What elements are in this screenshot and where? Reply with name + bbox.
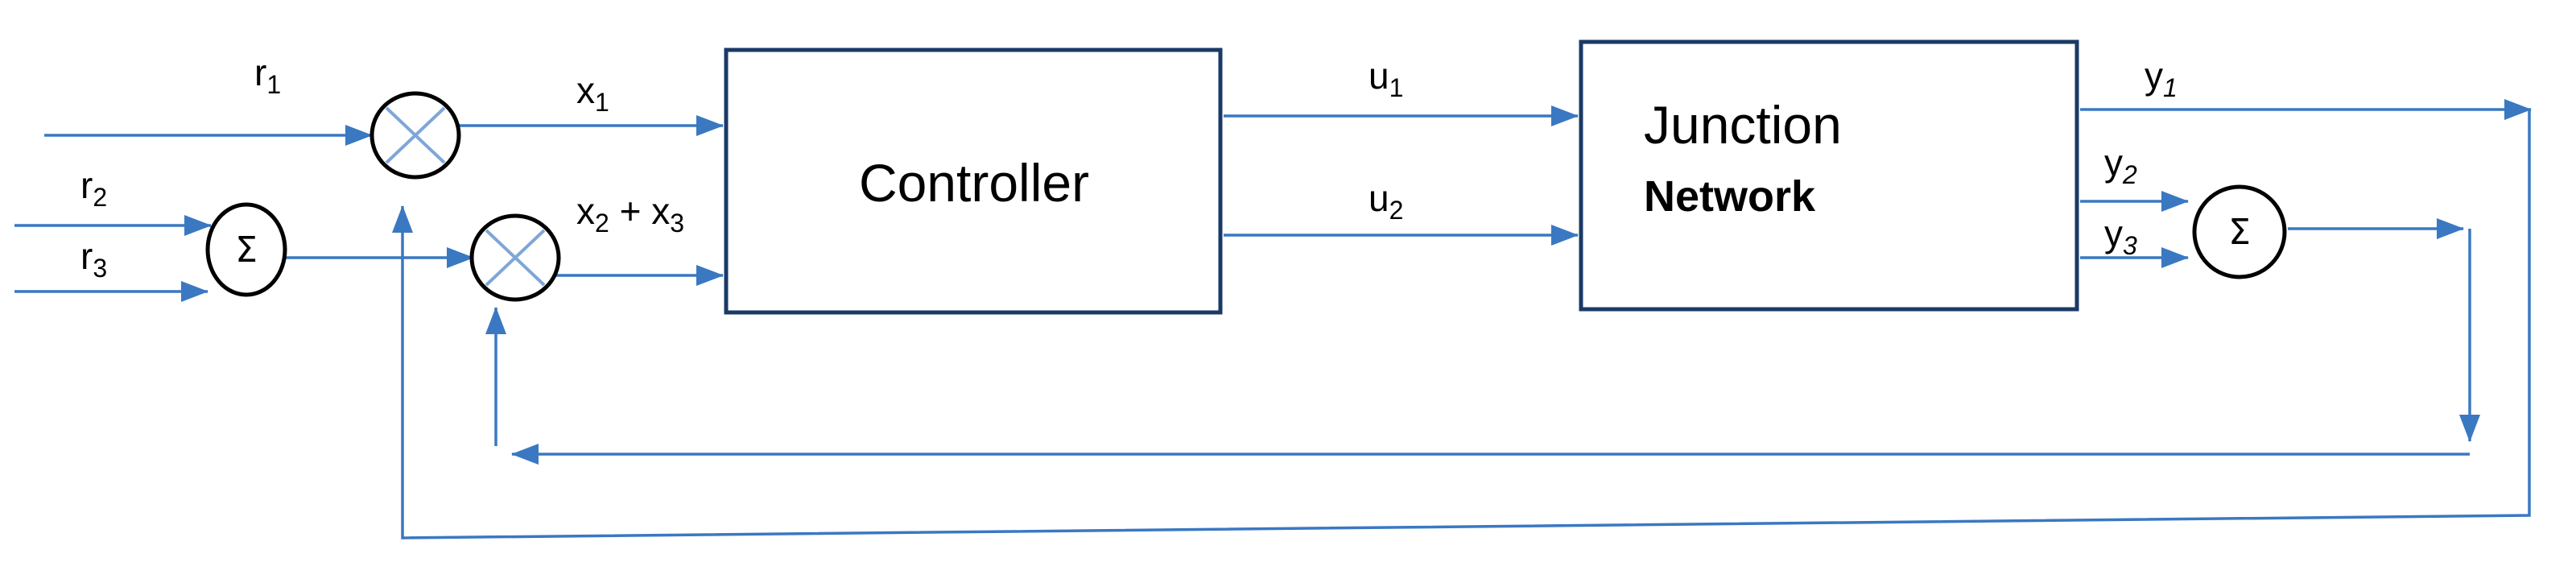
controller-block: Controller <box>724 48 1223 315</box>
controller-label: Controller <box>859 153 1089 213</box>
signal-wires <box>14 99 2532 540</box>
sum-symbol-right: Σ <box>2228 212 2251 253</box>
label-r3: r3 <box>80 235 107 283</box>
label-u2: u2 <box>1368 177 1403 225</box>
junction-network-block: Junction Network <box>1579 39 2079 312</box>
sum-junction-right: Σ <box>2192 184 2287 279</box>
label-x2-plus-x3: x2 + x3 <box>576 190 684 238</box>
sum-junction-left: Σ <box>205 202 287 297</box>
sum-symbol-left: Σ <box>235 229 258 271</box>
label-x1: x1 <box>576 69 609 117</box>
multiplier-junction-top <box>369 91 461 180</box>
label-r1: r1 <box>254 52 281 99</box>
network-label-line1: Junction <box>1644 95 1842 155</box>
label-y1: y1 <box>2145 55 2178 102</box>
network-label-line2: Network <box>1644 172 1816 221</box>
label-y3: y3 <box>2104 213 2137 260</box>
label-u1: u1 <box>1368 55 1403 102</box>
label-r2: r2 <box>80 164 107 212</box>
wire-outer-loop <box>392 110 2531 540</box>
label-y2: y2 <box>2104 142 2137 189</box>
multiplier-junction-bottom <box>469 213 561 302</box>
